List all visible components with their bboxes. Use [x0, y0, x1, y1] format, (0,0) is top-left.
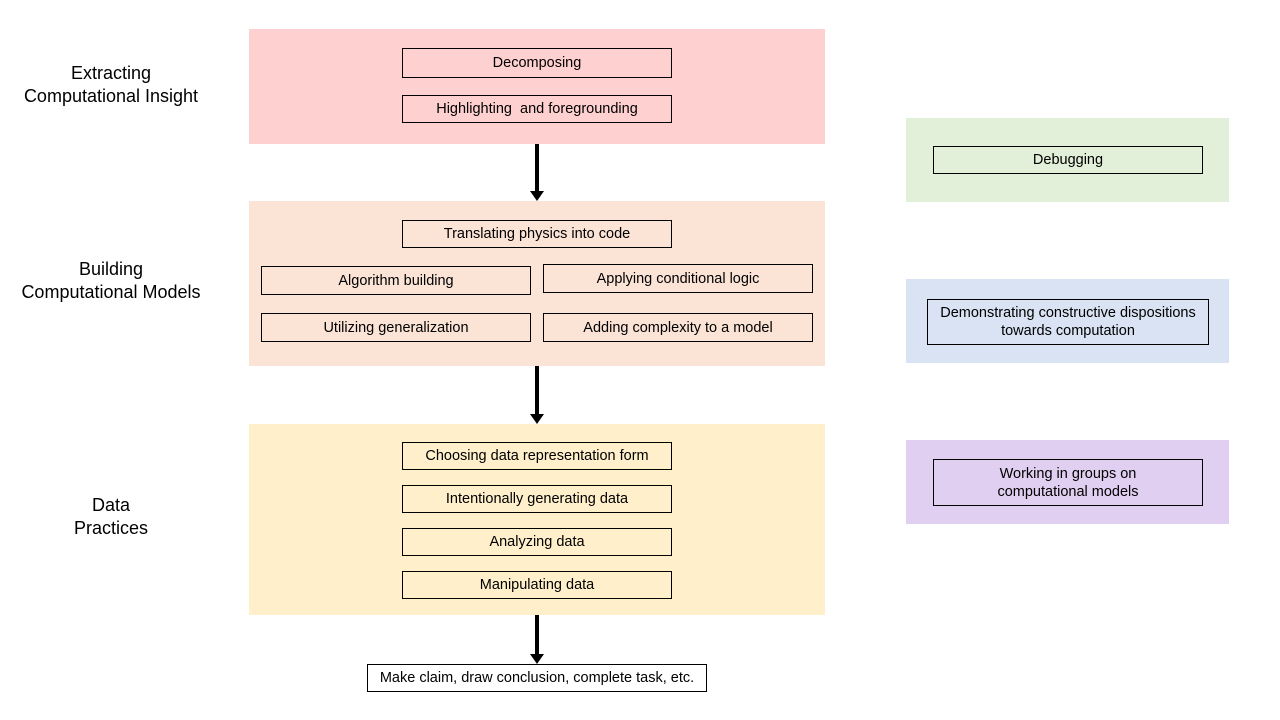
insight-item-decomposing: Decomposing: [402, 48, 672, 78]
data-item-manipulating: Manipulating data: [402, 571, 672, 599]
data-item-analyzing: Analyzing data: [402, 528, 672, 556]
flow-arrow-1: [530, 144, 544, 201]
flow-arrow-2: [530, 366, 544, 424]
models-item-algorithm: Algorithm building: [261, 266, 531, 295]
models-item-generalization: Utilizing generalization: [261, 313, 531, 342]
flow-arrow-3: [530, 615, 544, 664]
models-panel: Translating physics into code Algorithm …: [249, 201, 825, 366]
groups-panel: Working in groups on computational model…: [906, 440, 1229, 524]
row-label-insight: Extracting Computational Insight: [23, 63, 199, 106]
row-label-models: Building Computational Models: [21, 259, 201, 302]
models-item-conditional: Applying conditional logic: [543, 264, 813, 293]
data-panel: Choosing data representation form Intent…: [249, 424, 825, 615]
data-item-generating: Intentionally generating data: [402, 485, 672, 513]
debugging-item: Debugging: [933, 146, 1203, 174]
models-item-translating: Translating physics into code: [402, 220, 672, 248]
insight-panel: Decomposing Highlighting and foregroundi…: [249, 29, 825, 144]
insight-item-highlighting: Highlighting and foregrounding: [402, 95, 672, 123]
dispositions-item: Demonstrating constructive dispositions …: [927, 299, 1209, 345]
outcome-box: Make claim, draw conclusion, complete ta…: [367, 664, 707, 692]
groups-item: Working in groups on computational model…: [933, 459, 1203, 506]
data-item-choosing: Choosing data representation form: [402, 442, 672, 470]
row-label-data: Data Practices: [73, 495, 149, 538]
models-item-complexity: Adding complexity to a model: [543, 313, 813, 342]
dispositions-panel: Demonstrating constructive dispositions …: [906, 279, 1229, 363]
debugging-panel: Debugging: [906, 118, 1229, 202]
